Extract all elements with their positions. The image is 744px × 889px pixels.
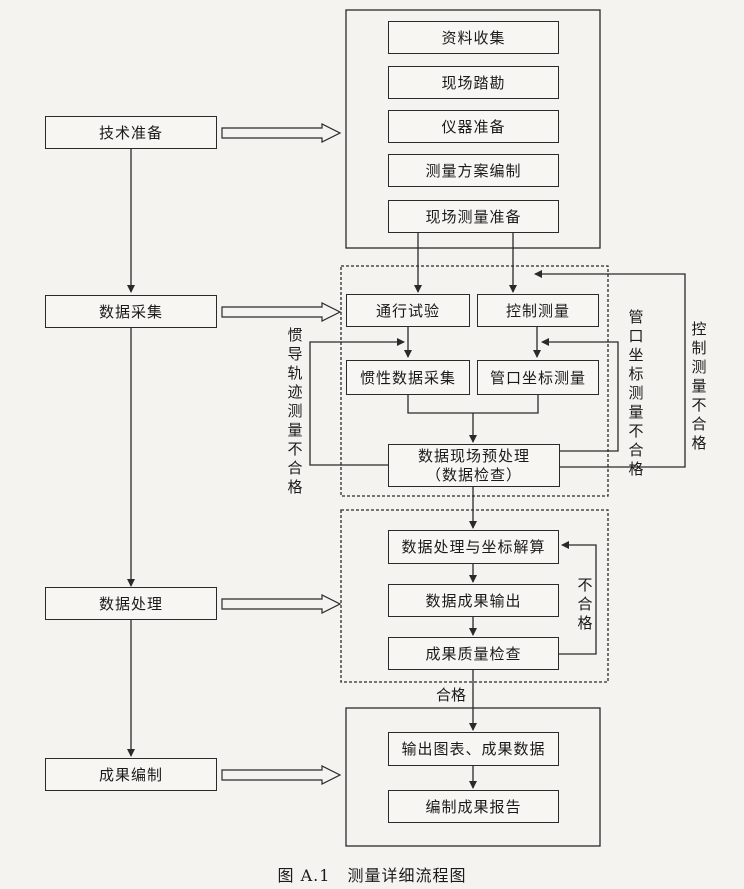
label-inertial-fail: 惯导轨迹测量不合格 — [287, 326, 303, 496]
hollow-arrow-compile — [221, 765, 342, 785]
box-plan-compile: 测量方案编制 — [388, 154, 559, 187]
box-report: 编制成果报告 — [388, 790, 559, 823]
hollow-arrow-collect — [221, 302, 342, 322]
figure-caption: 图 A.1 测量详细流程图 — [277, 866, 467, 885]
label-pass: 合格 — [436, 686, 467, 704]
box-process-calc: 数据处理与坐标解算 — [388, 530, 559, 564]
box-output: 数据成果输出 — [388, 584, 559, 617]
box-collect-info: 资料收集 — [388, 21, 559, 54]
stage-result-compile: 成果编制 — [45, 758, 217, 791]
label-fail: 不合格 — [577, 576, 593, 632]
stage-data-process: 数据处理 — [45, 587, 217, 620]
group3-frame — [340, 509, 609, 683]
box-pass-test: 通行试验 — [346, 294, 470, 327]
box-quality-check: 成果质量检查 — [388, 637, 559, 670]
loop-control-fail — [534, 270, 686, 468]
preprocess-line2: （数据检查） — [425, 465, 522, 484]
box-instrument-prep: 仪器准备 — [388, 110, 559, 143]
label-pipe-fail: 管口坐标测量不合格 — [628, 308, 644, 478]
label-control-fail: 控制测量不合格 — [691, 320, 707, 452]
box-site-survey: 现场踏勘 — [388, 66, 559, 99]
loop-quality-fail — [558, 541, 597, 655]
box-inertial-collect: 惯性数据采集 — [346, 360, 470, 395]
preprocess-line1: 数据现场预处理 — [417, 446, 530, 465]
hollow-arrow-process — [221, 594, 342, 614]
box-pipe-coord-survey: 管口坐标测量 — [477, 360, 599, 395]
box-site-measure-prep: 现场测量准备 — [388, 200, 559, 233]
group1-frame — [345, 9, 601, 249]
merge-bracket — [407, 395, 539, 414]
stage-data-collect: 数据采集 — [45, 295, 217, 328]
hollow-arrow-tech — [221, 123, 342, 143]
group2-frame — [340, 265, 609, 497]
box-control-survey: 控制测量 — [477, 294, 599, 327]
loop-inertial-fail — [309, 338, 405, 466]
box-output-charts: 输出图表、成果数据 — [388, 732, 559, 766]
loop-pipe-fail — [541, 338, 619, 452]
box-preprocess: 数据现场预处理 （数据检查） — [388, 444, 560, 487]
stage-tech-prep: 技术准备 — [45, 116, 217, 149]
